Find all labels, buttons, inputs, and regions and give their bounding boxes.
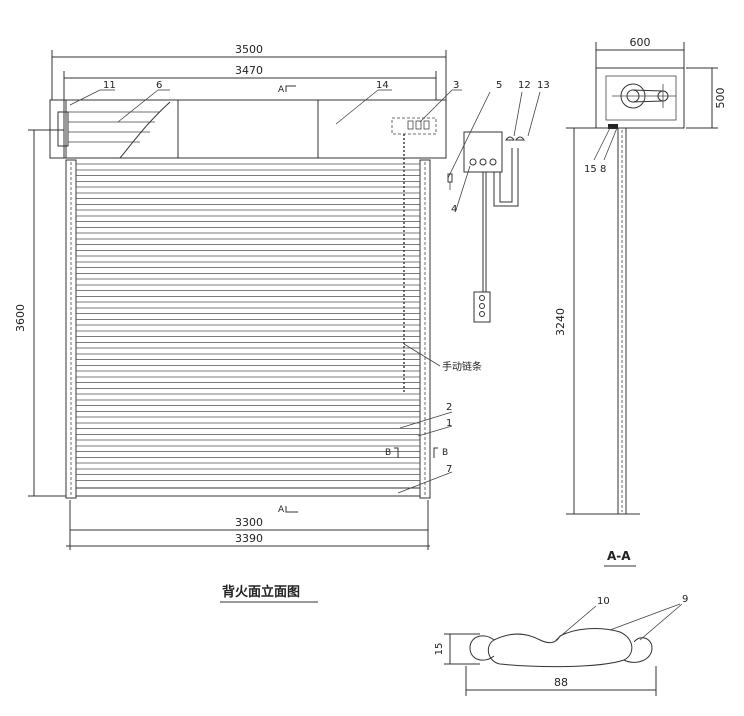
button-station: [473, 291, 491, 323]
dim-aa-width-label: 600: [630, 36, 651, 49]
dim-height: 3600: [14, 129, 66, 497]
callout-1: 1: [446, 418, 452, 429]
curtain-slat: [75, 347, 421, 355]
end-bracket: [49, 99, 67, 159]
dim-slat-height-label: 15: [434, 643, 445, 656]
bottom-bar: [75, 487, 421, 497]
curtain-slat: [75, 221, 421, 228]
callout-10: 10: [597, 596, 610, 607]
dim-top-inner: 3470: [63, 64, 437, 100]
dim-top-overall: 3500: [51, 43, 447, 100]
callout-14: 14: [376, 80, 389, 91]
dim-aa-width: 600: [595, 36, 685, 68]
slat-profile: [487, 628, 633, 668]
section-mark-b-right: B: [442, 448, 448, 458]
dim-slat-height: 15: [434, 633, 480, 665]
dim-bottom-overall-label: 3390: [235, 532, 263, 545]
curtain-slat: [75, 336, 421, 343]
callout-4: 4: [451, 204, 457, 215]
curtain-slat: [75, 313, 421, 320]
dim-bottom-inner: 3300: [69, 500, 429, 550]
curtain-slat: [75, 186, 421, 194]
curtain-slat: [75, 451, 421, 458]
curtain-slat: [75, 416, 421, 424]
section-aa-caption: A-A: [607, 549, 631, 563]
curtain-slat: [75, 428, 421, 435]
curtain-slat: [75, 382, 421, 389]
curtain-slat: [75, 244, 421, 251]
dim-height-label: 3600: [14, 304, 27, 332]
curtain-slats: [75, 163, 421, 481]
callout-6: 6: [156, 80, 162, 91]
dim-top-inner-label: 3470: [235, 64, 263, 77]
roller-drum: [68, 101, 171, 159]
curtain-slat: [75, 439, 421, 447]
callout-9: 9: [682, 594, 688, 605]
curtain-slat: [75, 462, 421, 470]
callout-7: 7: [446, 464, 452, 475]
aa-curtain: [608, 124, 627, 515]
curtain-slat: [75, 405, 421, 412]
curtain-slat: [75, 267, 421, 274]
curtain-slat: [75, 370, 421, 378]
dim-top-overall-label: 3500: [235, 43, 263, 56]
control-box: [447, 131, 525, 292]
curtain-slat: [75, 255, 421, 263]
dim-aa-box-height: 500: [686, 67, 727, 129]
curtain-slat: [75, 290, 421, 297]
elevation-view: 3500 3470 A: [14, 43, 550, 603]
dim-slat-width: 88: [465, 666, 657, 696]
callout-11: 11: [103, 80, 116, 91]
dim-slat-width-label: 88: [554, 676, 568, 689]
dim-aa-box-height-label: 500: [714, 88, 727, 109]
curtain-slat: [75, 198, 421, 205]
section-mark-b-left: B: [385, 448, 391, 458]
callout-5: 5: [496, 80, 502, 91]
dim-bottom-inner-label: 3300: [235, 516, 263, 529]
slat-detail: 88 15 10 9: [434, 594, 688, 696]
curtain-slat: [75, 278, 421, 286]
roller-box: [63, 99, 447, 159]
callouts-aa: 15 8: [584, 127, 618, 175]
curtain-slat: [75, 163, 421, 171]
guide-rails: [65, 159, 431, 499]
callout-13: 13: [537, 80, 550, 91]
callout-15: 15: [584, 164, 597, 175]
aa-roller-box: [595, 67, 685, 129]
callouts-elevation: 11 6 14 3 5 12 13 4 2 1 7: [69, 80, 550, 494]
section-mark-a-bottom: A: [278, 505, 285, 515]
callout-8: 8: [600, 164, 606, 175]
drive-unit: [391, 117, 437, 135]
dim-aa-height: 3240: [554, 127, 640, 515]
section-aa-view: 600 500 3240: [554, 36, 727, 567]
curtain-slat: [75, 175, 421, 182]
dim-bottom-overall: 3390: [66, 532, 430, 547]
callout-2: 2: [446, 402, 452, 413]
curtain-slat: [75, 301, 421, 309]
curtain-slat: [75, 359, 421, 366]
dim-aa-height-label: 3240: [554, 308, 567, 336]
chain-label: 手动链条: [442, 360, 482, 373]
callout-12: 12: [518, 80, 531, 91]
curtain-slat: [75, 393, 421, 401]
elevation-caption: 背火面立面图: [222, 584, 300, 600]
curtain-slat: [75, 232, 421, 240]
curtain-slat: [75, 324, 421, 332]
curtain-slat: [75, 209, 421, 217]
curtain-slat: [75, 474, 421, 481]
callout-3: 3: [453, 80, 459, 91]
section-mark-a-top: A: [278, 85, 285, 95]
callouts-slat: 10 9: [555, 594, 688, 641]
